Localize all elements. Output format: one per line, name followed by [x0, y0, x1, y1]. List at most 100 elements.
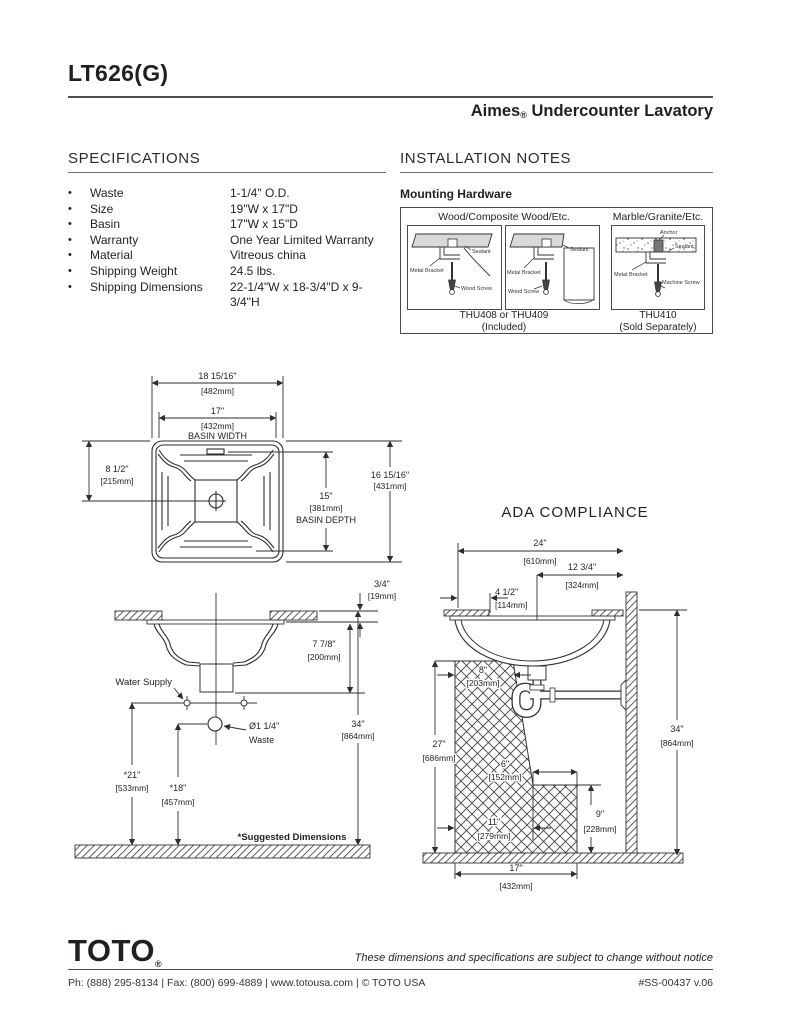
dim-overall-depth-in: 16 15/16" [371, 470, 409, 480]
dim-17-in: 17" [509, 863, 522, 873]
waste-label: Waste [249, 735, 274, 745]
dim-overall-depth-mm: [431mm] [373, 481, 406, 491]
thu408-diagram: Sealant Metal Bracket Wood Screw [407, 225, 502, 310]
dim-waste-height-in: *18" [170, 783, 187, 793]
ada-dimension-lines [431, 543, 687, 879]
spec-value: One Year Limited Warranty [230, 232, 374, 247]
metal-bracket-label: Metal Bracket [614, 272, 648, 278]
dim-6-in: 6" [501, 759, 509, 769]
dim-rim-height-mm: [864mm] [341, 731, 374, 741]
brand-name: Aimes [470, 102, 521, 120]
spec-row-basin: • Basin 17"W x 15"D [68, 217, 386, 233]
spec-value: 1-1/4" O.D. [230, 186, 290, 200]
dim-left-mm: [215mm] [100, 476, 133, 486]
spec-value: Vitreous china [230, 248, 306, 263]
dim-27-in: 27" [432, 739, 445, 749]
wood-screw-label: Wood Screw [461, 286, 492, 292]
bullet-icon: • [68, 233, 72, 246]
thu409-diagram: Sealant Metal Bracket Wood Screw [505, 225, 600, 310]
dim-basin-depth-mm: [381mm] [309, 503, 342, 513]
top-view-sink-outline [151, 440, 284, 563]
dim-12-in: 12 3/4" [568, 562, 596, 572]
dim-27-mm: [686mm] [422, 753, 455, 763]
dim-counter-mm: [19mm] [368, 591, 396, 601]
bullet-icon: • [68, 187, 72, 199]
bullet-icon: • [68, 264, 72, 277]
bullet-icon: • [68, 218, 72, 231]
front-view-text: 3/4" [19mm] 7 7/8" [200mm] Water Supply … [115, 579, 396, 843]
marble-mount-drawing: Anchor Sealant Metal Bracket Machine Scr… [614, 230, 700, 297]
toto-logo-text: TOTO [68, 933, 155, 968]
front-view-structure [74, 593, 371, 859]
top-view-dimension-lines [82, 376, 402, 563]
marble-group-title: Marble/Granite/Etc. [612, 211, 704, 223]
wood-mount-drawing-1: Sealant Metal Bracket Wood Screw [410, 233, 493, 295]
dim-8-mm: [203mm] [466, 678, 499, 688]
spec-label: Shipping Dimensions [90, 279, 203, 294]
disclaimer-text: These dimensions and specifications are … [354, 952, 713, 964]
dim-overall-width-in: 18 15/16" [198, 371, 236, 381]
marble-model: THU410 [639, 310, 677, 321]
toto-logo: TOTO® [68, 933, 162, 969]
dim-6-mm: [152mm] [488, 772, 521, 782]
top-view-drawing: 18 15/16" [482mm] 17" [432mm] BASIN WIDT… [82, 371, 409, 563]
dim-34-in: 34" [670, 724, 683, 734]
dim-8-in: 8" [479, 665, 487, 675]
waste-size-label: Ø1 1/4" [249, 721, 279, 731]
dim-24-mm: [610mm] [523, 556, 556, 566]
bullet-icon: • [68, 280, 72, 293]
sealant-label: Sealant [570, 247, 589, 253]
suggested-dimensions-note: *Suggested Dimensions [238, 832, 347, 843]
sealant-label: Sealant [472, 249, 491, 255]
dim-supply-height-mm: [533mm] [115, 783, 148, 793]
bullet-icon: • [68, 202, 72, 215]
dim-rim-height-in: 34" [351, 719, 364, 729]
dim-bowl-depth-mm: [200mm] [307, 652, 340, 662]
product-name: Aimes® Undercounter Lavatory [68, 102, 713, 121]
specifications-heading: SPECIFICATIONS [68, 150, 386, 173]
spec-value: 19"W x 17"D [230, 201, 298, 216]
top-view-dimension-text: 18 15/16" [482mm] 17" [432mm] BASIN WIDT… [100, 371, 409, 525]
ada-structure [422, 591, 684, 864]
dim-counter-in: 3/4" [374, 579, 390, 589]
dim-9-mm: [228mm] [583, 824, 616, 834]
bullet-icon: • [68, 249, 72, 262]
dim-basin-depth-in: 15" [319, 491, 332, 501]
dim-4-in: 4 1/2" [495, 587, 518, 597]
spec-label: Size [90, 201, 114, 216]
spec-row-warranty: • Warranty One Year Limited Warranty [68, 233, 386, 249]
dim-bowl-depth-in: 7 7/8" [312, 639, 335, 649]
spec-value: 22-1/4"W x 18-3/4"D x 9-3/4"H [230, 279, 363, 310]
dim-11-mm: [279mm] [477, 831, 510, 841]
dim-4-mm: [114mm] [495, 600, 527, 610]
dim-supply-height-in: *21" [124, 770, 141, 780]
ada-title: ADA COMPLIANCE [501, 504, 648, 521]
spec-label: Basin [90, 217, 121, 232]
wood-screw-label: Wood Screw [508, 289, 539, 295]
thu410-diagram: Anchor Sealant Metal Bracket Machine Scr… [611, 225, 705, 310]
dim-11-in: 11" [488, 817, 501, 827]
logo-registered-mark: ® [154, 959, 163, 969]
dim-34-mm: [864mm] [660, 738, 693, 748]
installation-heading: INSTALLATION NOTES [400, 150, 713, 173]
ada-dimension-text: 24" [610mm] 12 3/4" [324mm] 4 1/2" [114m… [421, 538, 695, 891]
metal-bracket-label: Metal Bracket [507, 270, 541, 276]
header-divider [68, 96, 713, 98]
front-view-dimension-lines [128, 593, 378, 846]
wood-caption: THU408 or THU409 (Included) [407, 310, 601, 333]
dim-17-mm: [432mm] [499, 881, 532, 891]
wood-model: THU408 or THU409 [459, 310, 549, 321]
dim-left-in: 8 1/2" [105, 464, 128, 474]
spec-label: Warranty [90, 232, 139, 247]
footer-divider [68, 969, 713, 970]
mounting-hardware-box: Wood/Composite Wood/Etc. Marble/Granite/… [400, 207, 713, 334]
spec-value: 17"W x 15"D [230, 217, 298, 232]
spec-label: Material [90, 248, 133, 263]
dim-9-in: 9" [596, 809, 604, 819]
front-view-drawing: 3/4" [19mm] 7 7/8" [200mm] Water Supply … [74, 579, 396, 859]
document-number: #SS-00437 v.06 [638, 977, 713, 989]
